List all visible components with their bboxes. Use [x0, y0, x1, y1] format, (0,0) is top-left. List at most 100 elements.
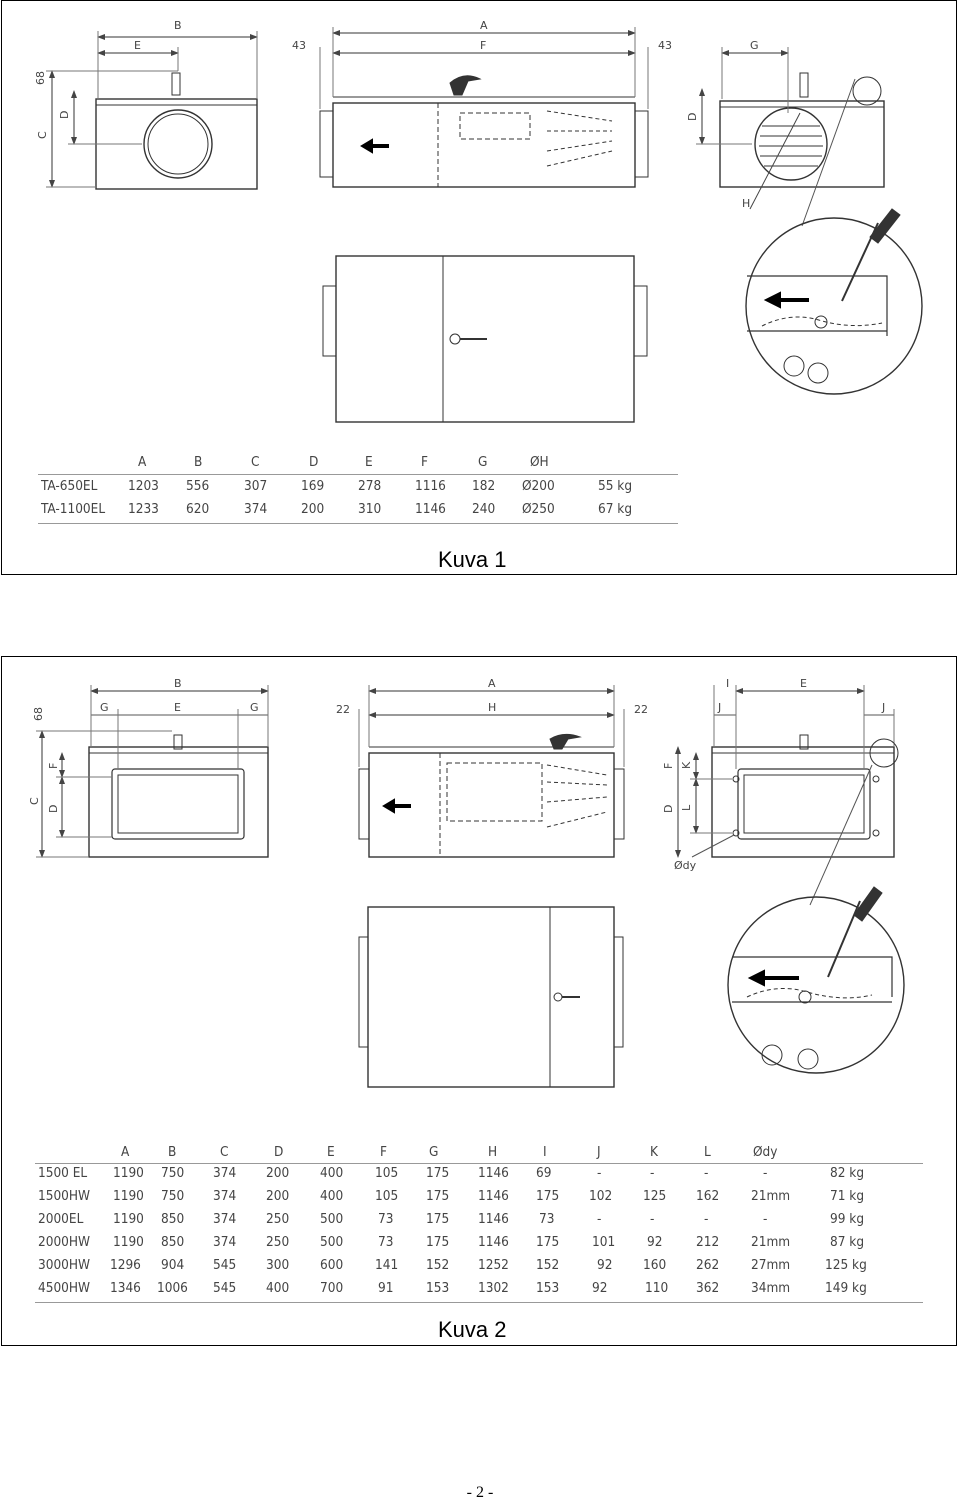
header-cell: ØH	[530, 454, 549, 470]
table-cell: 69	[536, 1165, 552, 1181]
model-cell: 4500HW	[38, 1280, 91, 1296]
table-cell: 400	[266, 1280, 290, 1296]
table-cell: 904	[161, 1257, 185, 1273]
table-cell: 160	[643, 1257, 667, 1273]
table-cell: -	[597, 1211, 602, 1227]
dim-label-b: B	[174, 19, 182, 32]
dim-label-68: 68	[32, 707, 45, 721]
table-cell: 374	[213, 1234, 237, 1250]
header-cell: G	[429, 1144, 439, 1160]
table-rule	[38, 474, 678, 475]
table-cell: 600	[320, 1257, 344, 1273]
table-cell: 105	[375, 1165, 399, 1181]
table-cell: 182	[472, 478, 496, 494]
dim-label-43-left: 43	[292, 39, 306, 52]
table-cell: 1203	[128, 478, 159, 494]
model-cell: 1500HW	[38, 1188, 91, 1204]
table-cell: 153	[536, 1280, 560, 1296]
dim-label-g-right: G	[250, 701, 259, 714]
header-cell: Ødy	[753, 1144, 778, 1160]
dim-label-side-d: D	[686, 113, 699, 121]
table-cell: 1146	[478, 1188, 509, 1204]
table-cell: 1346	[110, 1280, 141, 1296]
end-view-left	[88, 734, 269, 858]
model-cell: TA-1100EL	[41, 501, 106, 517]
table-cell: 1302	[478, 1280, 509, 1296]
table-cell: 250	[266, 1211, 290, 1227]
model-cell: 3000HW	[38, 1257, 91, 1273]
airflow-arrow-detail	[747, 969, 799, 987]
table-cell: 125	[643, 1188, 667, 1204]
dim-label-e: E	[174, 701, 181, 714]
table-cell: 262	[696, 1257, 720, 1273]
table-cell: 175	[426, 1165, 450, 1181]
header-cell: G	[478, 454, 488, 470]
table-cell: 200	[266, 1165, 290, 1181]
front-view	[319, 75, 649, 188]
dim-label-g-left: G	[100, 701, 109, 714]
table-cell: -	[704, 1211, 709, 1227]
dim-label-c: C	[28, 797, 41, 805]
table-cell: 1190	[113, 1188, 144, 1204]
table-cell: Ø200	[522, 478, 555, 494]
table-cell: 1296	[110, 1257, 141, 1273]
figure-1-drawing: B E 68 C D 43 43 A F G D H	[34, 19, 923, 423]
figure-2-drawing: B G E G 68 C F D 22 22 A H I E J J F K D…	[28, 677, 905, 1088]
weight-cell: 149 kg	[825, 1280, 867, 1296]
weight-cell: 82 kg	[830, 1165, 865, 1181]
dim-label-a: A	[488, 677, 496, 690]
weight-cell: 87 kg	[830, 1234, 865, 1250]
dim-label-a: A	[480, 19, 488, 32]
table-cell: 556	[186, 478, 210, 494]
table-cell: 175	[536, 1188, 560, 1204]
table-cell: 175	[426, 1234, 450, 1250]
front-view	[358, 733, 625, 858]
header-cell: E	[365, 454, 373, 470]
table-cell: 152	[426, 1257, 450, 1273]
dim-label-c: C	[36, 131, 49, 139]
table-cell: 175	[426, 1188, 450, 1204]
table-cell: 620	[186, 501, 210, 517]
table-cell: 73	[378, 1234, 394, 1250]
table-cell: 101	[592, 1234, 616, 1250]
table-cell: 374	[213, 1211, 237, 1227]
table-cell: 152	[536, 1257, 560, 1273]
airflow-arrow-detail	[763, 291, 809, 309]
top-view	[358, 906, 624, 1088]
table-cell: 1190	[113, 1234, 144, 1250]
table-cell: 750	[161, 1165, 185, 1181]
table-cell: 175	[536, 1234, 560, 1250]
table-cell: -	[597, 1165, 602, 1181]
header-cell: A	[138, 454, 147, 470]
table-cell: Ø250	[522, 501, 555, 517]
header-cell: F	[421, 454, 428, 470]
table-cell: 169	[301, 478, 325, 494]
table-cell: 27mm	[751, 1257, 791, 1273]
end-view-right	[711, 734, 895, 858]
table-cell: 212	[696, 1234, 720, 1250]
dim-label-22-left: 22	[336, 703, 350, 716]
dim-label-43-right: 43	[658, 39, 672, 52]
table-cell: 73	[539, 1211, 555, 1227]
dim-label-h: H	[742, 197, 750, 210]
table-cell: 1233	[128, 501, 159, 517]
table-cell: 200	[266, 1188, 290, 1204]
weight-cell: 67 kg	[598, 501, 633, 517]
header-cell: B	[194, 454, 203, 470]
dim-label-68: 68	[34, 71, 47, 85]
table-cell: 162	[696, 1188, 720, 1204]
table-cell: 1190	[113, 1165, 144, 1181]
table-cell: 73	[378, 1211, 394, 1227]
table-cell: 278	[358, 478, 382, 494]
table-rule	[35, 1302, 923, 1303]
header-cell: I	[543, 1144, 547, 1160]
table-cell: 310	[358, 501, 382, 517]
table-cell: 141	[375, 1257, 399, 1273]
table-cell: 1190	[113, 1211, 144, 1227]
table-cell: 92	[592, 1280, 608, 1296]
dim-label-i: I	[726, 677, 729, 690]
weight-cell: 55 kg	[598, 478, 633, 494]
table-cell: 362	[696, 1280, 720, 1296]
header-cell: H	[488, 1144, 498, 1160]
table-cell: 200	[301, 501, 325, 517]
